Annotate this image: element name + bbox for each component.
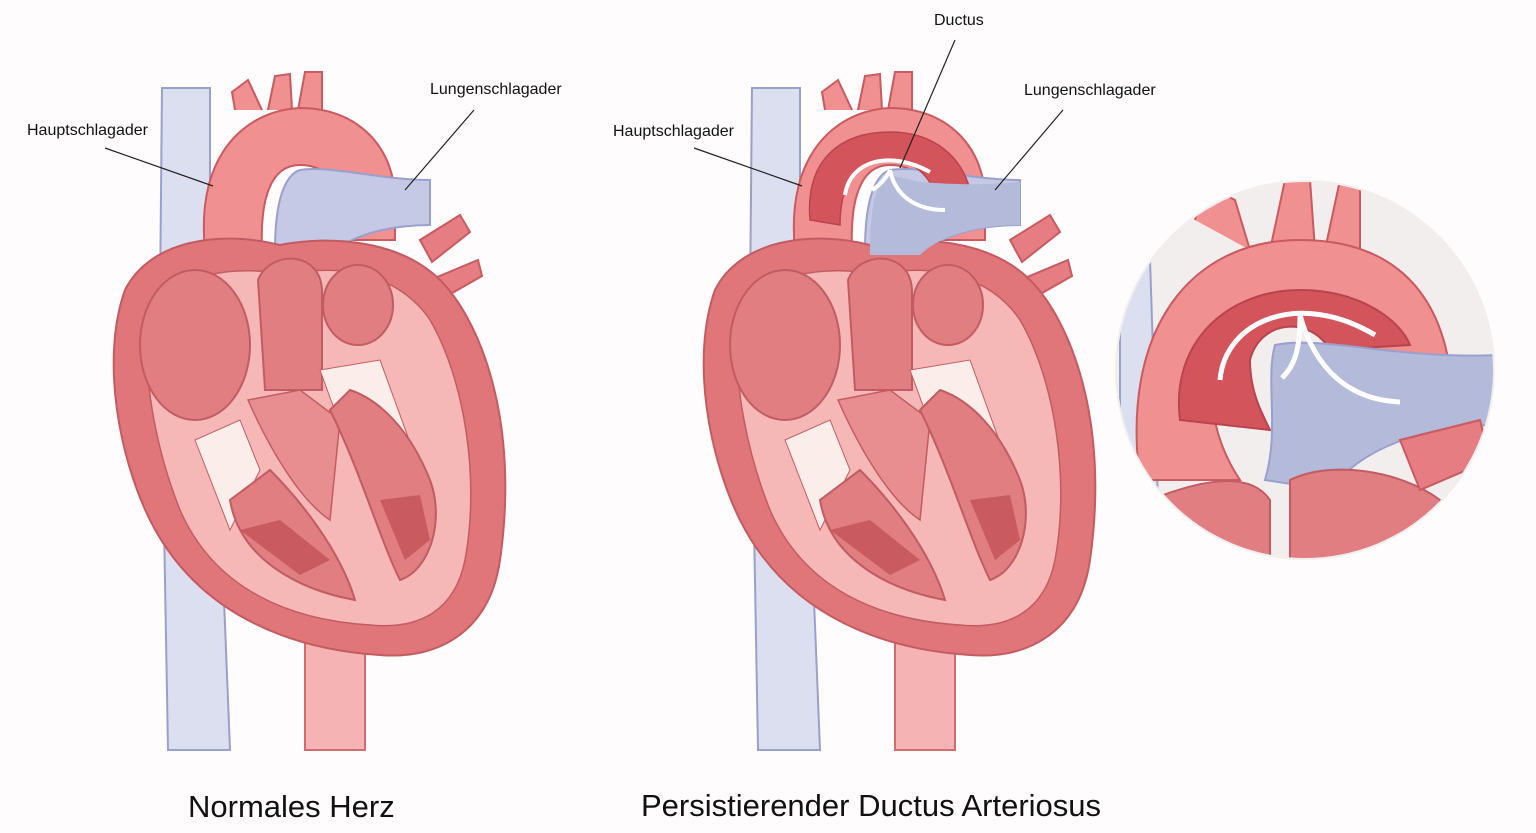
label-pulmonary-pda: Lungenschlagader bbox=[1024, 82, 1156, 99]
normal-heart bbox=[112, 71, 507, 751]
label-ductus: Ductus bbox=[934, 12, 984, 29]
ductus-zoom-inset bbox=[1115, 180, 1495, 560]
caption-pda: Persistierender Ductus Arteriosus bbox=[641, 788, 1102, 823]
pda-heart bbox=[702, 71, 1097, 751]
leader-lines bbox=[104, 39, 1064, 191]
blood-flow-arrows-icon bbox=[843, 158, 946, 212]
label-aorta-normal: Hauptschlagader bbox=[27, 122, 148, 139]
caption-normal-heart: Normales Herz bbox=[188, 789, 395, 824]
label-aorta-pda: Hauptschlagader bbox=[613, 123, 734, 140]
label-pulmonary-normal: Lungenschlagader bbox=[430, 81, 562, 98]
